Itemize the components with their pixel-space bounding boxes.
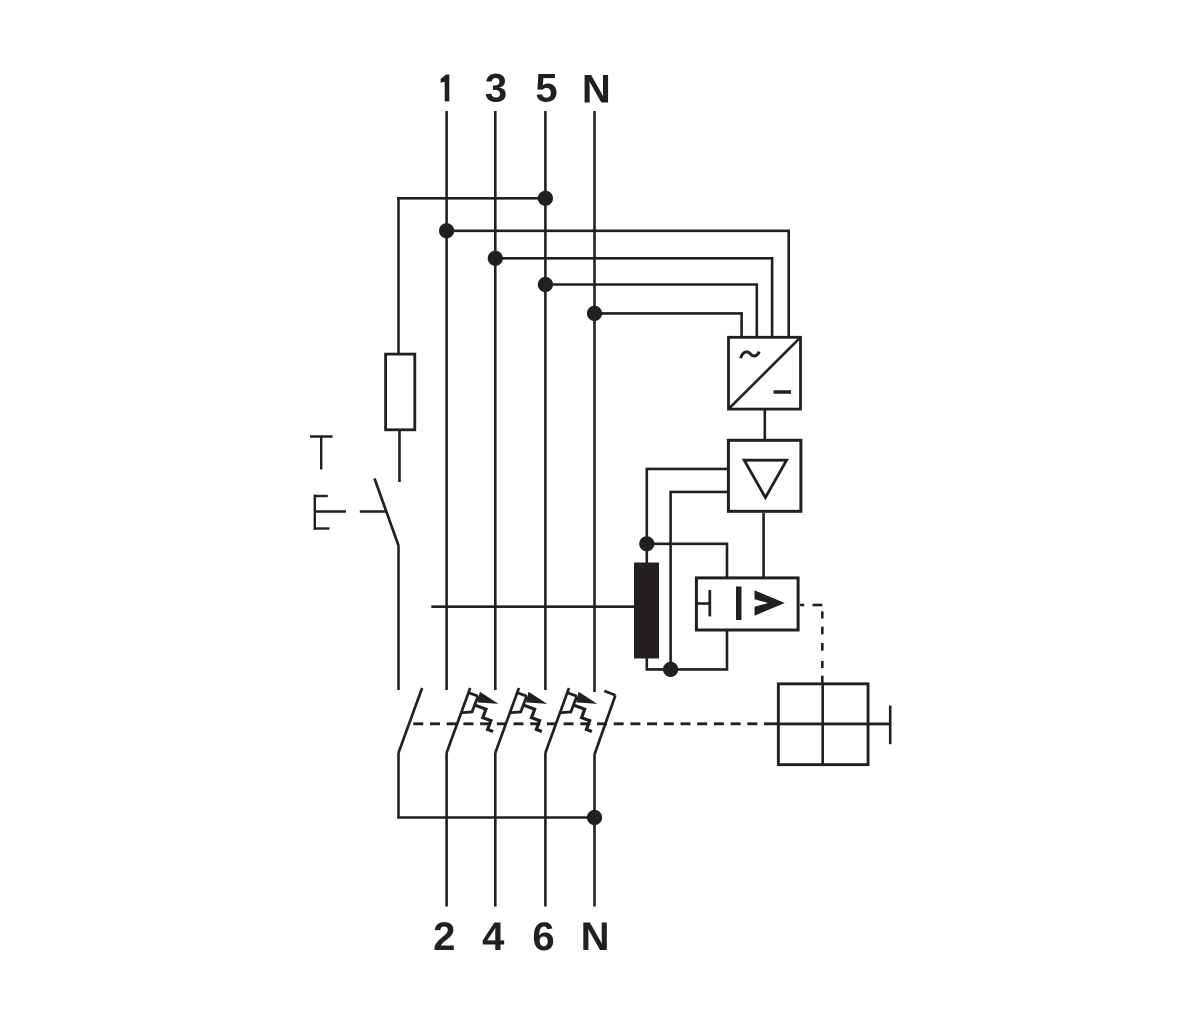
- svg-text:N: N: [582, 68, 611, 112]
- svg-text:5: 5: [535, 67, 557, 111]
- svg-text:2: 2: [433, 915, 455, 959]
- svg-text:4: 4: [482, 915, 505, 959]
- svg-text:3: 3: [485, 67, 507, 111]
- svg-text:6: 6: [532, 915, 554, 959]
- svg-text:N: N: [581, 915, 610, 959]
